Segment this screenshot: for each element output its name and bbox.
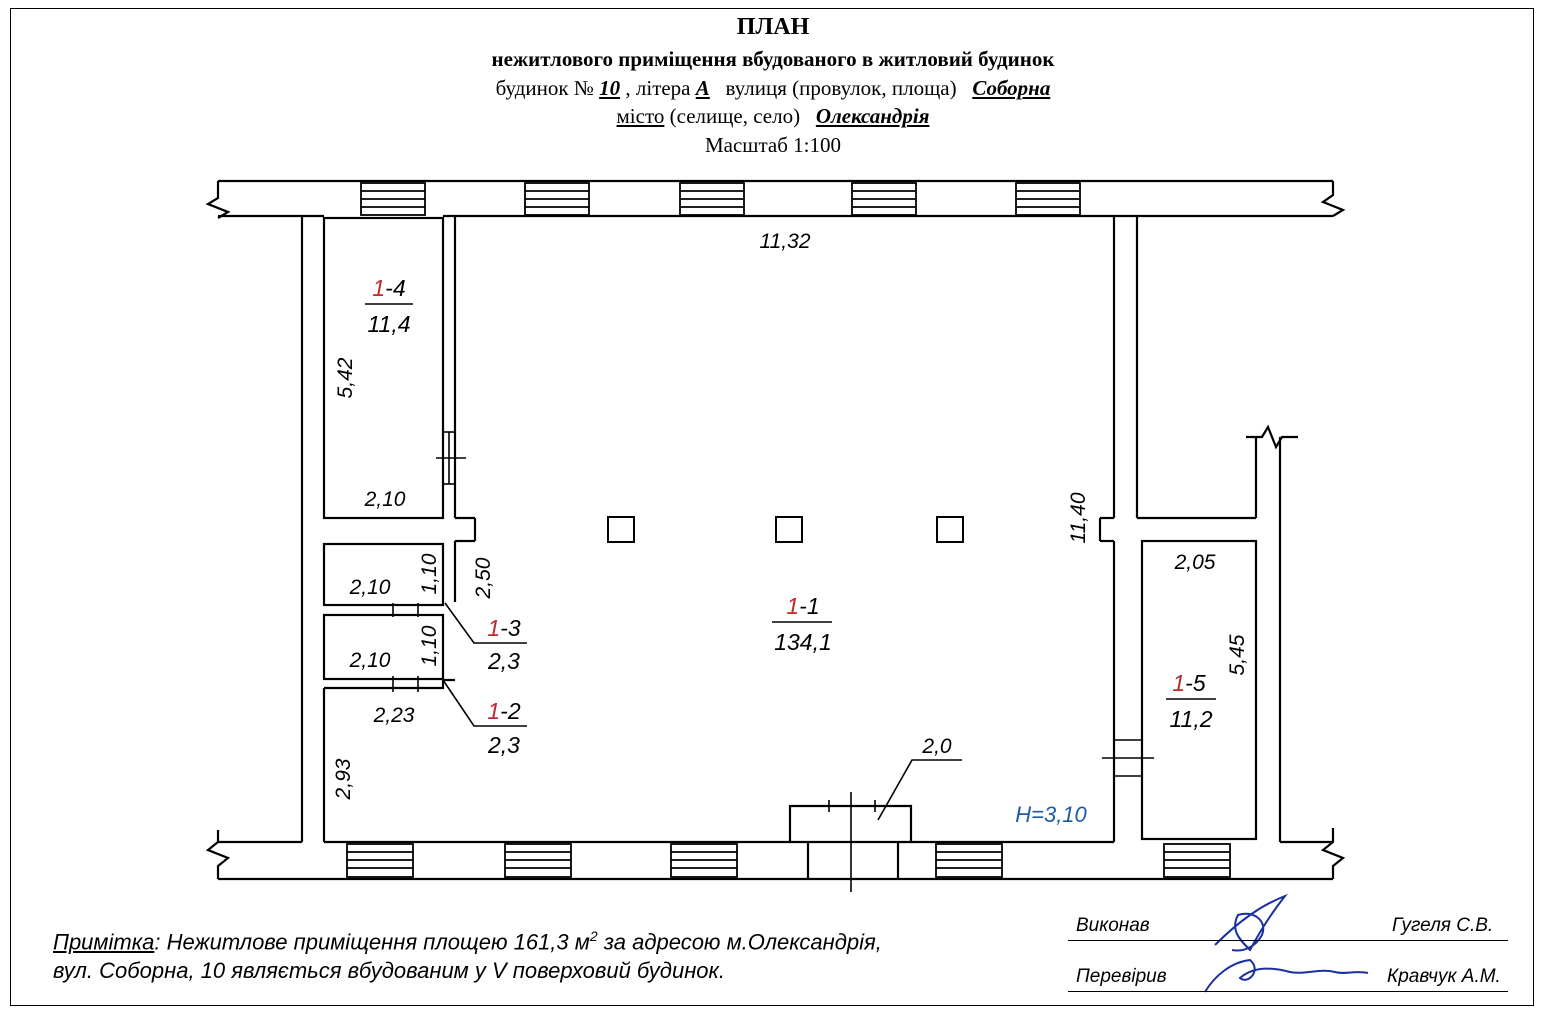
note-text-1a: : Нежитлове приміщення площею 161,3 м <box>154 929 590 955</box>
dim-r5-width: 2,05 <box>1174 551 1216 574</box>
room-1-3-id: 1-3 <box>487 615 520 641</box>
dim-corridor: 2,50 <box>472 557 495 599</box>
doors <box>365 303 1216 892</box>
walls <box>205 179 1346 881</box>
dimension-labels: 11,32 5,42 2,10 11,40 2,50 2,10 1,10 2,1… <box>332 230 1249 827</box>
room-labels: 1-4 11,4 1-1 134,1 1-3 2,3 1-2 2,3 1-5 1… <box>367 275 1212 758</box>
dim-r4-height: 5,42 <box>334 357 357 398</box>
dim-r3-width: 2,10 <box>349 576 391 599</box>
city-label-rest: (селище, село) <box>669 104 801 128</box>
dim-r4-width: 2,10 <box>364 488 406 511</box>
room-1-4-id: 1-4 <box>372 275 405 301</box>
note-superscript: 2 <box>589 928 598 944</box>
checked-label: Перевірив <box>1076 966 1167 987</box>
checked-line <box>1068 991 1508 992</box>
note-text-1b: за адресою м.Олександрія, <box>597 929 882 955</box>
address-line: будинок № 10 , літера А вулиця (провулок… <box>0 76 1546 101</box>
dim-bottom-left-height: 2,93 <box>332 758 355 800</box>
room-1-1-area: 134,1 <box>774 629 832 655</box>
plan-title: ПЛАН <box>736 14 810 40</box>
plan-subtitle: нежитлового приміщення вбудованого в жит… <box>491 47 1055 71</box>
room-1-4-area: 11,4 <box>367 311 410 337</box>
performed-name: Гугеля С.В. <box>1392 915 1494 936</box>
city-value: Олександрія <box>815 104 930 128</box>
note-label: Примітка <box>53 929 155 955</box>
performed-label: Виконав <box>1076 915 1150 936</box>
windows <box>346 182 1231 878</box>
house-label: будинок № <box>495 76 594 100</box>
dim-r2-height: 1,10 <box>418 625 441 666</box>
dim-main-height: 11,40 <box>1067 492 1090 543</box>
city-line: місто (селище, село) Олександрія <box>0 104 1546 129</box>
performed-line <box>1068 940 1508 941</box>
room-1-5-area: 11,2 <box>1169 706 1212 732</box>
signature-marks <box>1204 893 1369 993</box>
note-line-1: Примітка: Нежитлове приміщення площею 16… <box>53 928 882 955</box>
note-line-2: вул. Соборна, 10 являється вбудованим у … <box>53 958 726 983</box>
drawing-frame <box>10 8 1534 1006</box>
columns <box>607 516 964 543</box>
ceiling-height: Н=3,10 <box>1015 802 1087 827</box>
dim-r3-height: 1,10 <box>418 553 441 594</box>
dim-r5-height: 5,45 <box>1226 634 1249 675</box>
scale-label: Масштаб 1:100 <box>704 133 841 157</box>
dim-r2-width: 2,10 <box>349 649 391 672</box>
room-1-5-id: 1-5 <box>1172 670 1205 696</box>
room-1-3-area: 2,3 <box>487 648 520 674</box>
dim-bottom-left-width: 2,23 <box>373 704 415 727</box>
street-label: вулиця (провулок, площа) <box>725 76 957 100</box>
room-1-2-area: 2,3 <box>487 732 520 758</box>
room-1-1-id: 1-1 <box>786 593 819 619</box>
house-number: 10 <box>599 76 621 100</box>
dim-entrance: 2,0 <box>921 735 952 758</box>
room-1-2-id: 1-2 <box>487 698 520 724</box>
city-label: місто <box>616 104 665 128</box>
litera-label: , літера <box>625 76 691 100</box>
street-value: Соборна <box>972 76 1051 100</box>
dim-main-width: 11,32 <box>760 230 811 253</box>
litera-value: А <box>695 76 710 100</box>
checked-name: Кравчук А.М. <box>1387 966 1501 987</box>
